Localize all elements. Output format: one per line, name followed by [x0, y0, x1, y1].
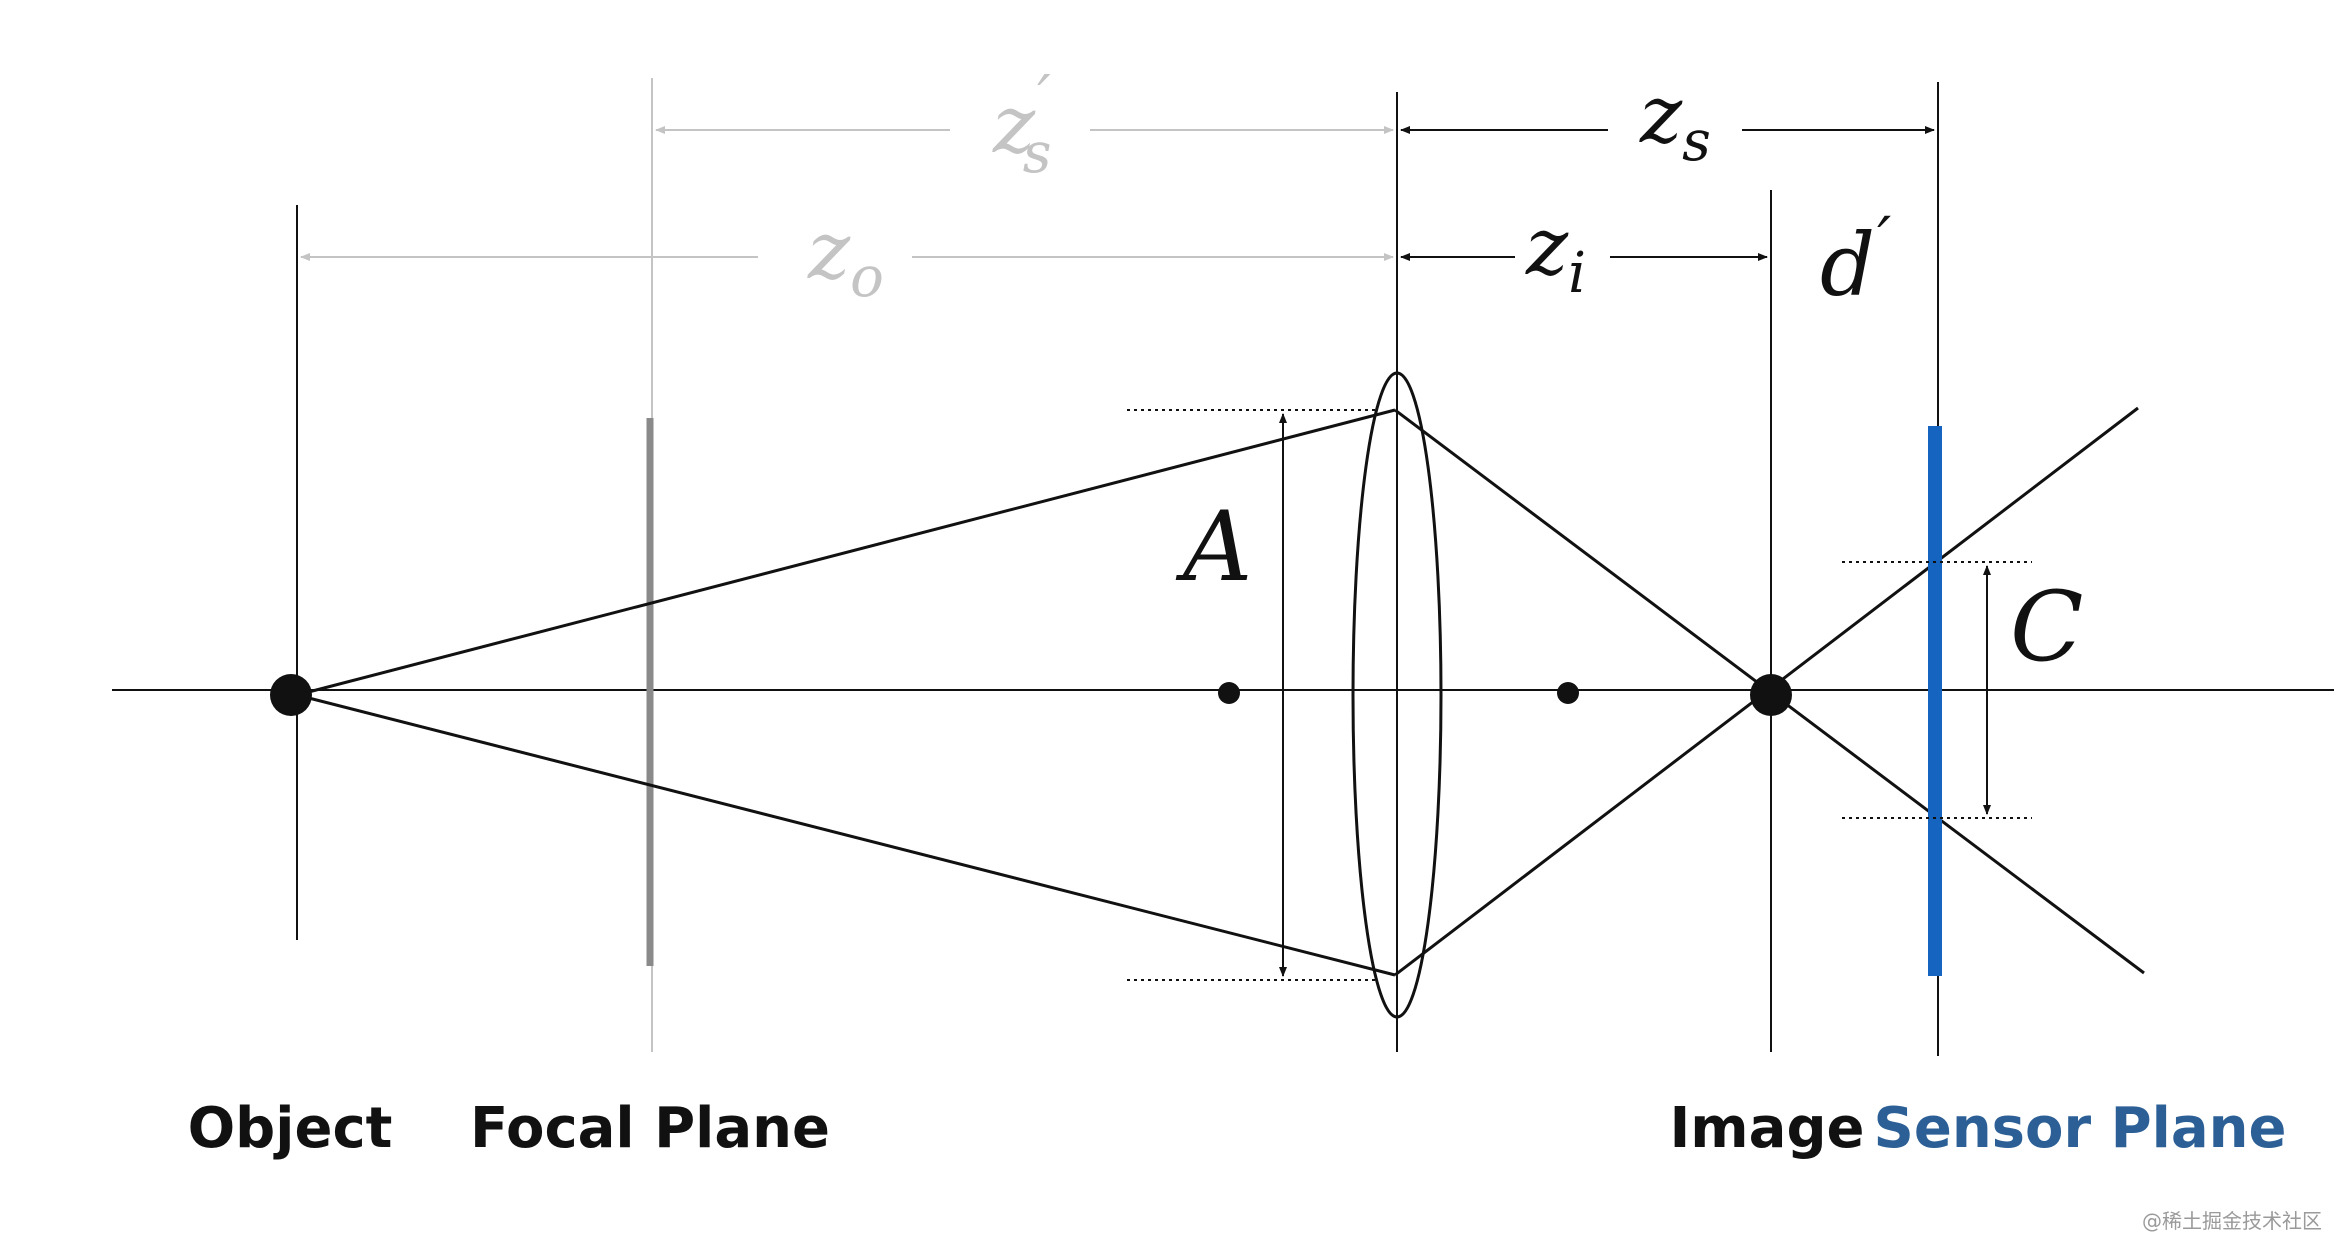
focal-plane-label: Focal Plane [470, 1096, 830, 1161]
back-focal-point [1557, 682, 1579, 704]
image-label: Image [1669, 1096, 1864, 1161]
image-point [1750, 674, 1792, 716]
object-point [270, 674, 312, 716]
z-i-label: zi [1525, 200, 1586, 306]
d-prime-label: d′ [1820, 203, 1891, 316]
aperture-label: A [1175, 491, 1252, 603]
ray-object-to-lens-bottom [296, 693, 1396, 977]
z-o-label: zo [807, 204, 884, 310]
ray-object-to-lens-top [296, 408, 1396, 697]
coc-label: C [2010, 571, 2083, 683]
object-label: Object [188, 1096, 393, 1161]
sensor-plane-label: Sensor Plane [1874, 1096, 2287, 1161]
front-focal-point [1218, 682, 1240, 704]
z-s-label: zs [1639, 68, 1711, 174]
z-s-prime-label: z′s [992, 63, 1052, 186]
watermark: @稀土掘金技术社区 [2142, 1209, 2322, 1233]
lens [1351, 371, 1443, 1019]
